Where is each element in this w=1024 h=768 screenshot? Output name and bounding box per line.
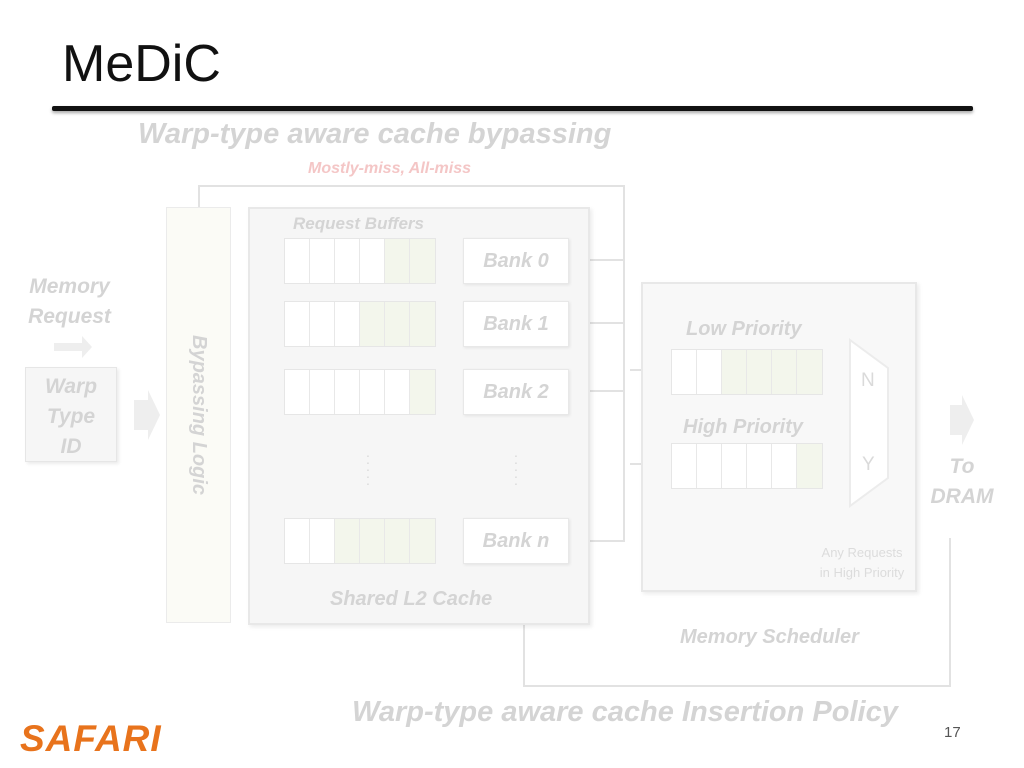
buffer-cell [310,302,335,346]
buffer-cell [385,302,410,346]
request-buffer-0 [284,238,436,284]
queue-cell [772,444,797,488]
queue-cell [697,350,722,394]
buffer-cell [285,239,310,283]
buffer-cell [285,302,310,346]
to-dram-line1: To [949,455,975,478]
bank-1: Bank 1 [463,301,569,347]
memory-request-line1: Memory [29,275,110,298]
buffer-cell [410,370,435,414]
page-number: 17 [944,724,961,741]
buffer-cell [310,519,335,563]
queue-cell [672,444,697,488]
high-priority-label: High Priority [683,416,804,438]
buffer-cell [360,302,385,346]
to-dram-label: To DRAM [926,452,998,512]
buffer-cell [360,370,385,414]
queue-cell [697,444,722,488]
buffer-cell [335,370,360,414]
mux-y-label: Y [862,454,875,475]
bypassing-logic-block [166,207,231,623]
warp-type-id-box: Warp Type ID [25,367,117,462]
buffer-cell [360,239,385,283]
request-buffer-2 [284,369,436,415]
to-dram-line2: DRAM [930,485,994,508]
insertion-policy-heading: Warp-type aware cache Insertion Policy [352,696,898,728]
ellipsis-banks: ····· [513,447,519,491]
buffer-cell [360,519,385,563]
warp-type-line1: Warp [44,375,98,398]
any-requests-label: Any Requests in High Priority [806,543,918,583]
buffer-cell [385,519,410,563]
buffer-cell [335,302,360,346]
buffer-cell [410,519,435,563]
bank-n: Bank n [463,518,569,564]
any-requests-line2: in High Priority [819,565,905,580]
queue-cell [672,350,697,394]
request-buffer-1 [284,301,436,347]
any-requests-line1: Any Requests [821,545,903,560]
buffer-cell [385,370,410,414]
queue-cell [747,444,772,488]
title-divider [52,106,973,111]
warp-type-line2: Type [46,405,96,428]
bypassing-subheading: Mostly-miss, All-miss [308,160,472,177]
high-priority-queue [671,443,823,489]
memory-request-line2: Request [28,305,111,328]
queue-cell [722,350,747,394]
request-buffers-label: Request Buffers [293,214,424,233]
warp-type-line3: ID [60,435,82,458]
bypassing-heading: Warp-type aware cache bypassing [138,118,612,150]
queue-cell [772,350,797,394]
buffer-cell [310,370,335,414]
low-priority-queue [671,349,823,395]
buffer-cell [385,239,410,283]
priority-mux [849,338,889,508]
queue-cell [797,350,822,394]
buffer-cell [410,302,435,346]
safari-logo: SAFARI [20,718,162,759]
queue-cell [722,444,747,488]
buffer-cell [335,519,360,563]
buffer-cell [310,239,335,283]
ellipsis-buffers: ····· [365,447,371,491]
bypassing-logic-label: Bypassing Logic [188,334,210,496]
slide-title: MeDiC [62,35,221,93]
shared-l2-label: Shared L2 Cache [330,588,493,610]
queue-cell [797,444,822,488]
mux-n-label: N [861,370,875,391]
buffer-cell [335,239,360,283]
low-priority-label: Low Priority [686,318,802,340]
buffer-cell [410,239,435,283]
buffer-cell [285,370,310,414]
queue-cell [747,350,772,394]
bank-0: Bank 0 [463,238,569,284]
buffer-cell [285,519,310,563]
memory-scheduler-label: Memory Scheduler [680,626,859,648]
memory-request-label: Memory Request [22,272,117,332]
request-buffer-n [284,518,436,564]
bank-2: Bank 2 [463,369,569,415]
